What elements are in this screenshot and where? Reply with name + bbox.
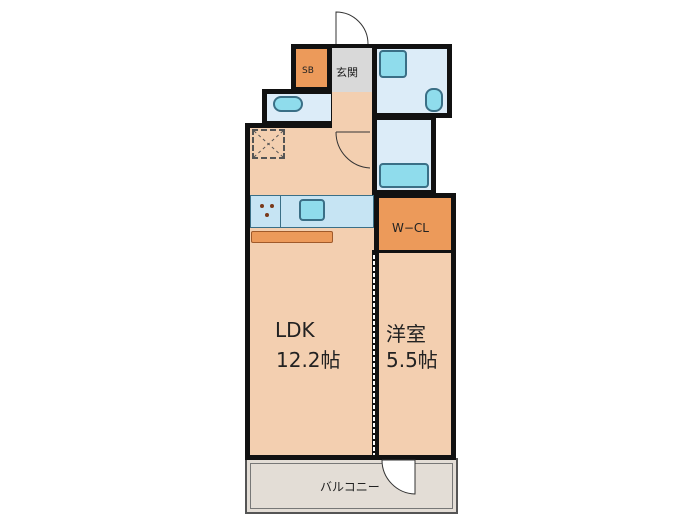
counter — [251, 231, 333, 243]
bathroom — [372, 115, 436, 195]
balcony-door-icon — [381, 459, 416, 495]
western-room-name: 洋室 — [386, 322, 426, 346]
toilet-icon — [273, 96, 303, 112]
entrance-door-icon — [335, 11, 369, 45]
entrance — [332, 48, 374, 92]
sink-icon — [299, 199, 325, 221]
western-room-size: 5.5帖 — [386, 348, 438, 372]
basin-icon — [425, 88, 443, 112]
storage-hatch-icon — [252, 129, 285, 159]
ldk-name: LDK — [275, 318, 315, 342]
bathtub-icon — [379, 163, 429, 188]
entrance-label: 玄関 — [336, 66, 358, 79]
western-room — [374, 250, 456, 460]
wcl-label: W−CL — [392, 221, 429, 235]
ldk-size: 12.2帖 — [276, 348, 341, 372]
stove-icon — [258, 202, 276, 220]
ldk-room — [245, 123, 377, 460]
sb-label: SB — [302, 66, 314, 76]
washing-machine-icon — [379, 50, 407, 78]
balcony-label: バルコニー — [320, 480, 380, 494]
walk-in-closet — [374, 193, 456, 253]
shoe-box — [291, 44, 332, 92]
